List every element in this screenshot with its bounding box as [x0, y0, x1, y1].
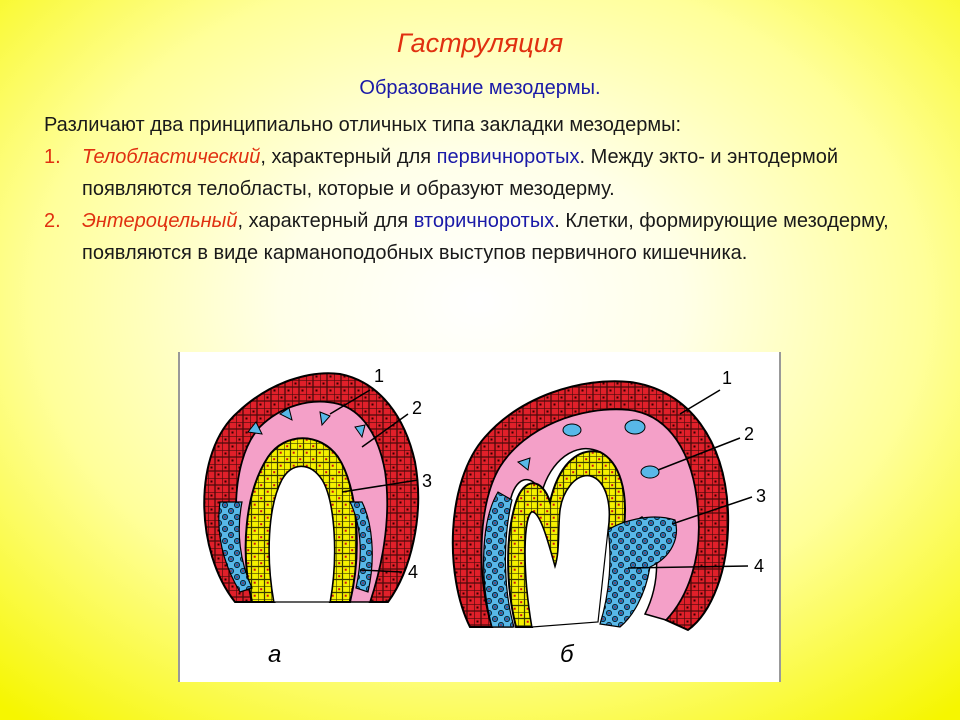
mesoderm-band: [218, 501, 253, 593]
mesenchyme-cell: [624, 419, 646, 435]
callout-line: [329, 389, 371, 415]
mesoderm-band: [349, 501, 373, 593]
callout-line: [679, 389, 721, 415]
callout-line: [657, 437, 741, 471]
list-term: Телобластический: [82, 146, 261, 168]
label-3: 3: [756, 486, 766, 506]
list-text: , характерный для: [237, 210, 414, 232]
label-4: 4: [754, 556, 764, 576]
list-group: первичноротых: [436, 146, 580, 168]
label-3: 3: [422, 471, 432, 491]
mesenchyme-cell: [516, 457, 531, 471]
list-text: . Между экто- и энтодермой появляются те…: [82, 146, 838, 200]
label-2: 2: [744, 424, 754, 444]
callout-line: [671, 496, 753, 525]
label-1: 1: [374, 366, 384, 386]
label-1: 1: [722, 368, 732, 388]
label-4: 4: [408, 562, 418, 582]
list-item: 2. Энтероцельный, характерный для вторичн…: [44, 205, 924, 269]
coelomic-pouch: [599, 516, 677, 628]
mesenchyme-cell: [562, 423, 582, 437]
mesoderm-types-list: 1.Телобластический, характерный для перв…: [44, 141, 924, 269]
mesenchyme-cell: [247, 421, 263, 435]
slide-title: Гаструляция: [396, 28, 564, 58]
intro-text: Различают два принципиально отличных тип…: [44, 114, 682, 136]
mesenchyme-cell: [640, 465, 660, 479]
callout-line: [359, 569, 403, 573]
gastrula-figure: 1 2 3 4 а 1 2 3 4 б: [178, 352, 781, 682]
callout-line: [361, 413, 409, 448]
caption-a: а: [268, 641, 281, 668]
list-item: 1. Телобластический, характерный для перв…: [44, 141, 924, 205]
mesenchyme-cell: [319, 411, 331, 427]
blastocoel-cavity: [480, 408, 700, 628]
mesenchyme-cell: [354, 424, 366, 439]
list-number: 1.: [44, 146, 61, 168]
gastrula-diagram: 1 2 3 4 а 1 2 3 4 б: [203, 366, 766, 668]
callout-line: [341, 479, 419, 493]
list-group: вторичноротых: [413, 210, 555, 232]
caption-b: б: [560, 641, 575, 668]
list-text: . Клетки, формирующие мезодерму, появляю…: [82, 210, 889, 264]
slide-subtitle: Образование мезодермы.: [359, 77, 601, 99]
list-number: 2.: [44, 210, 61, 232]
label-2: 2: [412, 398, 422, 418]
diagram-b: 1 2 3 4 б: [451, 368, 766, 668]
list-term: Энтероцельный: [82, 210, 238, 232]
archenteron: [268, 465, 335, 603]
list-text: , характерный для: [260, 146, 437, 168]
archenteron: [524, 475, 610, 628]
mesenchyme-cell: [279, 407, 293, 421]
callout-line: [627, 565, 749, 569]
diagram-a: 1 2 3 4 а: [203, 366, 432, 668]
coelomic-pouch: [483, 491, 515, 628]
